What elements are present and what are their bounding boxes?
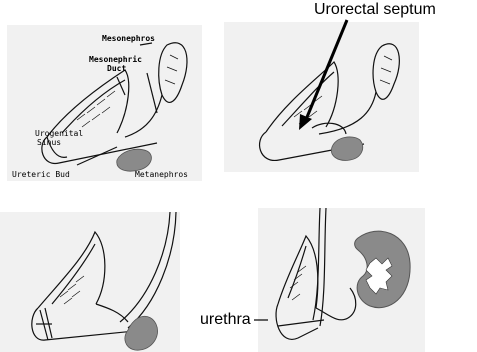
urethra-pointer [0,0,477,352]
